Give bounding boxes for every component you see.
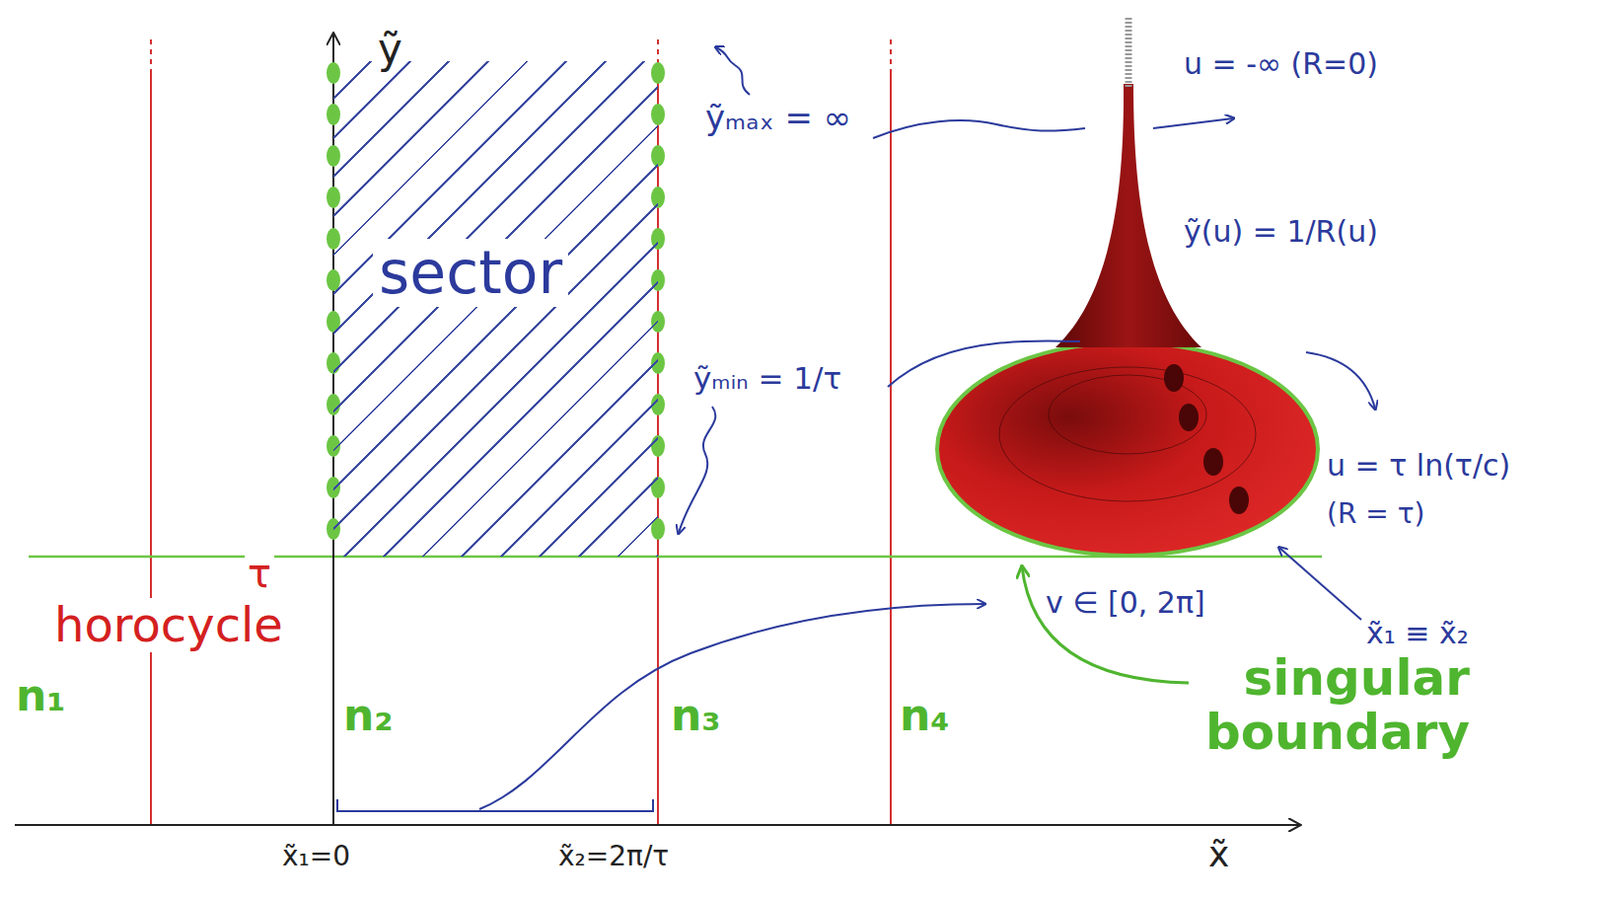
surface-dish — [937, 342, 1318, 556]
hatched-sector: sector — [333, 61, 658, 557]
region-label: n₃ — [670, 690, 722, 741]
dot — [1163, 363, 1184, 392]
region-label: n₂ — [343, 690, 394, 741]
parameter-label: τ — [244, 550, 275, 596]
dot — [1229, 486, 1249, 514]
leader-line — [872, 120, 1086, 139]
leader-arrow — [678, 406, 716, 533]
region-boundary-line — [149, 69, 152, 825]
node-text: sector — [372, 238, 569, 307]
region-boundary-dash — [889, 39, 892, 70]
horocycle-label: horocycle — [51, 597, 287, 653]
region-label: n₄ — [899, 690, 950, 741]
tick-label: x̃₂=2π/τ — [558, 840, 669, 873]
formula: u = τ ln(τ/c) — [1326, 448, 1511, 484]
formula: ỹ(u) = 1/R(u) — [1183, 215, 1379, 250]
surface-contour — [1048, 374, 1207, 454]
region-boundary-dash — [149, 39, 152, 70]
leader-arrow — [716, 47, 750, 95]
annotation: u = -∞ (R=0) — [1183, 47, 1379, 82]
surface-dots — [1163, 363, 1249, 514]
identification-label: x̃₁ ≡ x̃₂ — [1366, 616, 1469, 652]
leader-arrow — [1279, 547, 1362, 620]
region-boundary-line — [889, 69, 892, 825]
surface-spike — [1055, 83, 1202, 348]
surface-contour — [999, 366, 1256, 502]
dot — [1203, 447, 1224, 476]
leader-arrow — [1153, 118, 1234, 129]
boundary-label: singular boundary — [1114, 651, 1470, 760]
singular-boundary-arrow — [1021, 566, 1189, 683]
leader-line — [887, 341, 1081, 388]
annotation: (R = τ) — [1326, 498, 1425, 530]
bound-label: ỹₘₐₓ = ∞ — [702, 98, 855, 138]
axis-label: x̃ — [1208, 833, 1230, 874]
range-label: v ∈ [0, 2π] — [1045, 585, 1206, 621]
bound-label: ỹₘᵢₙ = 1/τ — [690, 361, 845, 397]
region-label: n₁ — [15, 670, 67, 722]
spike-tip — [1125, 17, 1133, 87]
tick-label: x̃₁=0 — [282, 840, 351, 873]
x-axis — [14, 823, 1301, 826]
leader-arrow — [1306, 352, 1376, 409]
leader-arrow — [479, 603, 985, 809]
dot — [1178, 403, 1199, 432]
